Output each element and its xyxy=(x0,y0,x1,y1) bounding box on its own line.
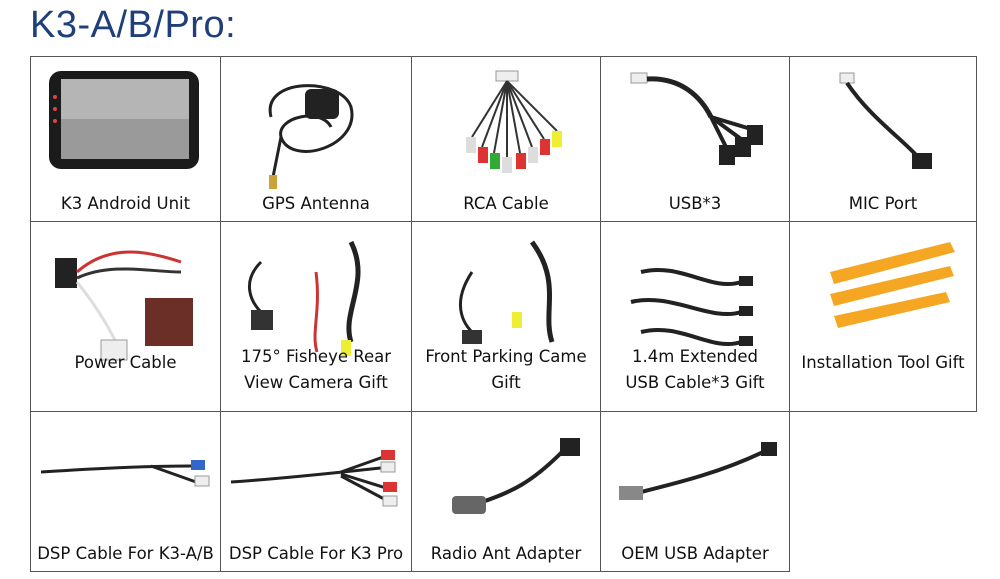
android-unit-image xyxy=(49,71,199,169)
gps-antenna-image xyxy=(268,84,354,189)
power-cable-image xyxy=(55,250,193,361)
item-usb-extended: 1.4m Extended USB Cable*3 Gift xyxy=(600,221,790,412)
item-fisheye-camera: 175° Fisheye Rear View Camera Gift xyxy=(220,221,412,412)
caption-power-cable: Power Cable xyxy=(74,353,177,372)
item-power-cable: Power Cable xyxy=(30,221,221,412)
caption-front-parking-line2: Gift xyxy=(491,373,521,392)
accessory-grid: K3 Android Unit GPS Antenna RCA Cable xyxy=(30,56,977,572)
front-parking-image xyxy=(458,240,555,344)
caption-mic-port: MIC Port xyxy=(848,194,918,213)
mic-port-image xyxy=(839,72,932,169)
caption-fisheye-line2: View Camera Gift xyxy=(244,373,388,392)
fisheye-camera-image xyxy=(247,240,361,356)
item-usb3: USB*3 xyxy=(600,56,790,222)
usb-extended-image xyxy=(630,268,753,346)
item-gps-antenna: GPS Antenna xyxy=(220,56,412,222)
install-tool-image xyxy=(830,242,955,328)
usb3-image xyxy=(630,72,763,165)
caption-fisheye-line1: 175° Fisheye Rear xyxy=(241,347,391,366)
caption-dsp-ab: DSP Cable For K3-A/B xyxy=(37,544,214,563)
item-install-tool: Installation Tool Gift xyxy=(789,221,977,412)
caption-install-tool: Installation Tool Gift xyxy=(801,353,965,372)
caption-front-parking-line1: Front Parking Came xyxy=(425,347,587,366)
caption-dsp-pro: DSP Cable For K3 Pro xyxy=(228,544,404,563)
page-title: K3-A/B/Pro: xyxy=(30,4,237,46)
caption-fisheye-camera: 175° Fisheye Rear View Camera Gift xyxy=(221,344,411,396)
item-front-parking: Front Parking Came Gift xyxy=(411,221,601,412)
caption-front-parking: Front Parking Came Gift xyxy=(412,344,600,396)
item-android-unit: K3 Android Unit xyxy=(30,56,221,222)
item-dsp-pro: DSP Cable For K3 Pro xyxy=(220,411,412,572)
item-mic-port: MIC Port xyxy=(789,56,977,222)
rca-cable-image xyxy=(466,70,562,173)
oem-usb-image xyxy=(619,442,777,500)
caption-radio-ant: Radio Ant Adapter xyxy=(430,544,582,563)
item-dsp-ab: DSP Cable For K3-A/B xyxy=(30,411,221,572)
caption-rca-cable: RCA Cable xyxy=(463,194,549,213)
caption-oem-usb: OEM USB Adapter xyxy=(621,544,769,563)
caption-usb-extended: 1.4m Extended USB Cable*3 Gift xyxy=(601,344,789,396)
caption-gps-antenna: GPS Antenna xyxy=(262,194,370,213)
dsp-pro-image xyxy=(230,450,398,507)
caption-android-unit: K3 Android Unit xyxy=(60,194,191,213)
dsp-ab-image xyxy=(40,460,210,487)
radio-ant-image xyxy=(452,438,580,514)
caption-usb3: USB*3 xyxy=(668,194,722,213)
item-oem-usb: OEM USB Adapter xyxy=(600,411,790,572)
caption-usb-extended-line2: USB Cable*3 Gift xyxy=(625,373,765,392)
item-rca-cable: RCA Cable xyxy=(411,56,601,222)
item-radio-ant: Radio Ant Adapter xyxy=(411,411,601,572)
caption-usb-extended-line1: 1.4m Extended xyxy=(632,347,758,366)
